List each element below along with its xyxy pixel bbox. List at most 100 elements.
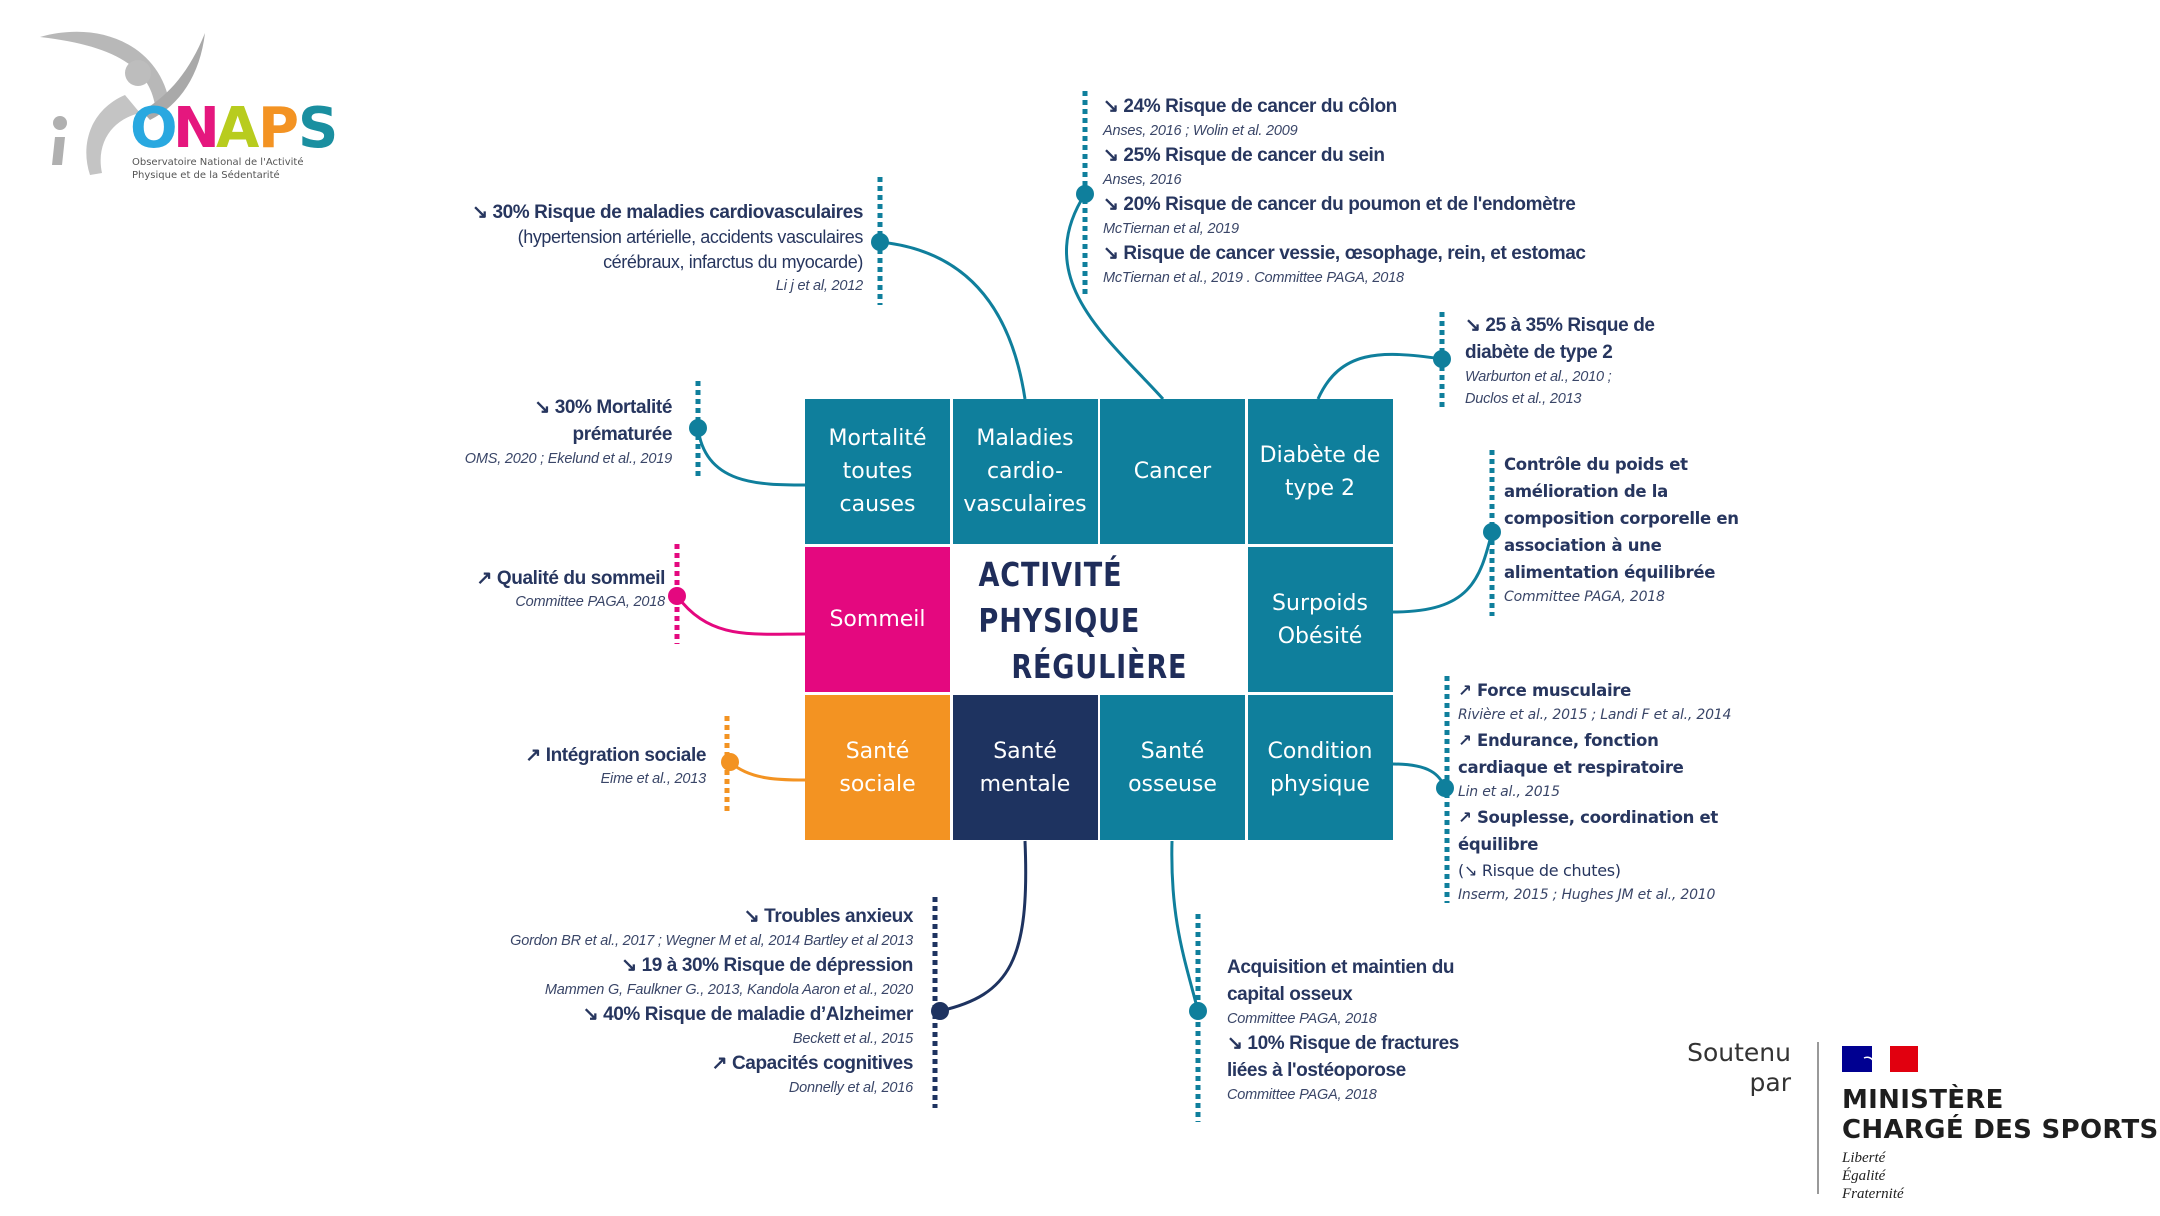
benefit-heading: ↘ 25% Risque de cancer du sein — [1103, 145, 1385, 166]
benefit-heading: alimentation équilibrée — [1504, 563, 1716, 582]
benefit-heading: ↘ 10% Risque de fractures — [1227, 1033, 1459, 1054]
logo-letter-s: S — [298, 96, 338, 161]
citation: Beckett et al., 2015 — [792, 1031, 913, 1047]
benefit-heading: ↘ 20% Risque de cancer du poumon et de l… — [1103, 194, 1576, 215]
grid-cell-mortalite: Mortalité toutes causes — [805, 399, 950, 544]
center-title-line-1: ACTIVITÉ PHYSIQUE — [978, 554, 1141, 640]
benefit-heading: association à une — [1504, 536, 1662, 555]
annotation-osseuse: Acquisition et maintien du capital osseux… — [1227, 954, 1459, 1106]
citation: Committee PAGA, 2018 — [515, 594, 665, 610]
node-dot-osseuse — [1189, 1002, 1207, 1020]
node-dot-sociale — [721, 753, 739, 771]
node-dot-cancer — [1076, 185, 1094, 203]
onaps-logo: O N A P S Observatoire National de l'Act… — [30, 25, 375, 190]
citation: Mammen G, Faulkner G., 2013, Kandola Aar… — [544, 982, 913, 998]
connector-cancer — [1064, 193, 1165, 401]
grid-cell-surpoids: Surpoids Obésité — [1247, 547, 1393, 692]
citation: Anses, 2016 ; Wolin et al. 2009 — [1103, 123, 1298, 139]
onaps-figure-icon: O N A P S Observatoire National de l'Act… — [40, 31, 338, 181]
benefit-detail: (hypertension artérielle, accidents vasc… — [517, 227, 864, 247]
node-dot-surpoids — [1483, 523, 1501, 541]
benefit-heading: Contrôle du poids et — [1504, 455, 1688, 474]
connector-sommeil — [675, 595, 806, 636]
annotation-cardio: ↘ 30% Risque de maladies cardiovasculair… — [472, 200, 863, 297]
grid-cell-sociale: Santé sociale — [805, 695, 950, 840]
motto-liberte: Liberté — [1842, 1150, 1886, 1166]
benefit-heading: ↗ Endurance, fonction — [1458, 731, 1659, 750]
benefit-heading: ↘ Risque de cancer vessie, œsophage, rei… — [1103, 243, 1586, 264]
logo-letter-a: A — [216, 96, 260, 161]
ministry-name-line-2: CHARGÉ DES SPORTS — [1842, 1115, 2159, 1145]
center-title-line-2: RÉGULIÈRE — [1011, 646, 1188, 686]
connector-mortalite — [696, 427, 806, 487]
logo-letter-o: O — [130, 96, 178, 161]
citation: Anses, 2016 — [1103, 172, 1182, 188]
citation: McTiernan et al, 2019 — [1103, 221, 1239, 237]
grid-cell-cancer: Cancer — [1100, 399, 1245, 544]
connector-surpoids — [1392, 531, 1494, 614]
ministry-logo: MINISTÈRE CHARGÉ DES SPORTS Liberté Égal… — [1842, 1046, 2159, 1203]
logo-subtitle-2: Physique et de la Sédentarité — [132, 169, 280, 181]
benefit-heading: ↘ Troubles anxieux — [743, 906, 914, 927]
benefit-heading: capital osseux — [1227, 984, 1353, 1005]
benefit-heading: ↘ 30% Mortalité — [534, 397, 672, 418]
node-dot-condition — [1436, 779, 1454, 797]
benefit-heading: ↘ 40% Risque de maladie d’Alzheimer — [582, 1004, 914, 1025]
grid-cell-mentale: Santé mentale — [952, 695, 1098, 840]
grid-cell-condition: Condition physique — [1247, 695, 1393, 840]
ministry-name-line-1: MINISTÈRE — [1842, 1085, 2004, 1115]
grid-cell-cardio: Maladies cardio- vasculaires — [952, 399, 1098, 544]
citation: Committee PAGA, 2018 — [1227, 1087, 1377, 1103]
sponsor-label-line-2: par — [1749, 1068, 1791, 1097]
benefit-heading: diabète de type 2 — [1465, 342, 1613, 363]
node-dot-mortalite — [689, 419, 707, 437]
citation: Duclos et al., 2013 — [1465, 391, 1582, 407]
node-dot-mentale — [931, 1002, 949, 1020]
citation: Rivière et al., 2015 ; Landi F et al., 2… — [1458, 707, 1732, 723]
benefit-heading: amélioration de la — [1504, 482, 1668, 501]
connector-osseuse — [1170, 840, 1200, 1012]
grid-cell-sommeil: Sommeil — [805, 547, 950, 692]
node-dot-cardio — [871, 233, 889, 251]
benefit-heading: ↘ 25 à 35% Risque de — [1465, 315, 1655, 336]
citation: Eime et al., 2013 — [600, 771, 707, 787]
sponsor-label-line-1: Soutenu — [1687, 1038, 1791, 1067]
benefit-heading: Acquisition et maintien du — [1227, 957, 1455, 978]
benefit-heading: ↘ 24% Risque de cancer du côlon — [1103, 96, 1397, 117]
benefit-heading: composition corporelle en — [1504, 509, 1739, 528]
benefit-heading: cardiaque et respiratoire — [1458, 758, 1684, 777]
benefit-detail: cérébraux, infarctus du myocarde) — [603, 252, 863, 272]
grid-cell-osseuse: Santé osseuse — [1100, 695, 1245, 840]
logo-subtitle-1: Observatoire National de l'Activité — [132, 156, 303, 168]
connector-sociale — [728, 760, 806, 782]
citation: Donnelly et al, 2016 — [788, 1080, 913, 1096]
citation: McTiernan et al., 2019 . Committee PAGA,… — [1103, 270, 1404, 286]
node-dot-sommeil — [668, 587, 686, 605]
benefit-heading: liées à l'ostéoporose — [1227, 1060, 1406, 1081]
citation: Committee PAGA, 2018 — [1504, 589, 1665, 605]
citation: Li j et al, 2012 — [775, 278, 863, 294]
citation: Warburton et al., 2010 ; — [1465, 369, 1612, 385]
citation: OMS, 2020 ; Ekelund et al., 2019 — [464, 451, 672, 467]
benefit-detail: (↘ Risque de chutes) — [1458, 861, 1621, 880]
benefit-heading: ↗ Souplesse, coordination et — [1458, 808, 1719, 827]
benefit-heading: ↗ Qualité du sommeil — [476, 568, 666, 589]
marianne-flag-icon — [1842, 1046, 1918, 1072]
grid-cell-diabete: Diabète de type 2 — [1247, 399, 1393, 544]
benefit-heading: équilibre — [1458, 835, 1539, 854]
sponsor-divider — [1817, 1042, 1819, 1194]
logo-letter-n: N — [173, 96, 220, 161]
connector-cardio — [879, 240, 1027, 400]
benefit-heading: prématurée — [572, 424, 673, 445]
connector-mentale — [939, 840, 1028, 1013]
annotation-diabete: ↘ 25 à 35% Risque de diabète de type 2 War… — [1465, 312, 1655, 410]
annotation-surpoids: Contrôle du poids et amélioration de la co… — [1504, 451, 1739, 609]
benefit-heading: ↗ Intégration sociale — [525, 745, 706, 766]
